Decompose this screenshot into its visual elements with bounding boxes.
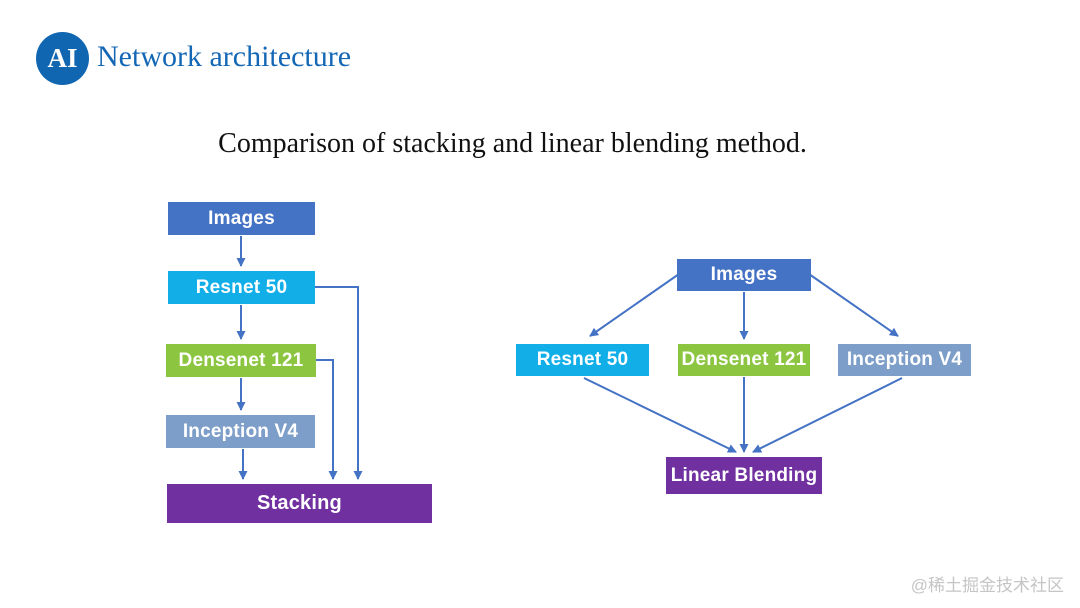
arrow-right-resnet-blending bbox=[583, 377, 737, 453]
arrow-right-images-resnet bbox=[589, 273, 680, 337]
node-densenet121-stacking: Densenet 121 bbox=[166, 344, 316, 377]
arrow-right-inception-blending bbox=[752, 377, 903, 453]
node-resnet50-blending: Resnet 50 bbox=[516, 344, 649, 376]
arrow-left-resnet-stacking-bypass bbox=[315, 286, 363, 480]
arrow-right-images-inception bbox=[808, 273, 899, 337]
node-resnet50-stacking: Resnet 50 bbox=[168, 271, 315, 304]
node-inceptionv4-stacking: Inception V4 bbox=[166, 415, 315, 448]
watermark: @稀土掘金技术社区 bbox=[910, 576, 1064, 595]
slide-title: Comparison of stacking and linear blendi… bbox=[218, 128, 807, 159]
node-densenet121-blending: Densenet 121 bbox=[678, 344, 810, 376]
ai-logo-text: AI bbox=[47, 43, 78, 73]
arrow-left-densenet-stacking-bypass bbox=[316, 359, 338, 480]
node-images-blending: Images bbox=[677, 259, 811, 291]
header-title: Network architecture bbox=[97, 40, 352, 73]
node-stacking-output: Stacking bbox=[167, 484, 432, 523]
node-linear-blending-output: Linear Blending bbox=[666, 457, 822, 494]
node-inceptionv4-blending: Inception V4 bbox=[838, 344, 971, 376]
ai-logo-icon: AI bbox=[36, 32, 89, 85]
node-images-stacking: Images bbox=[168, 202, 315, 235]
